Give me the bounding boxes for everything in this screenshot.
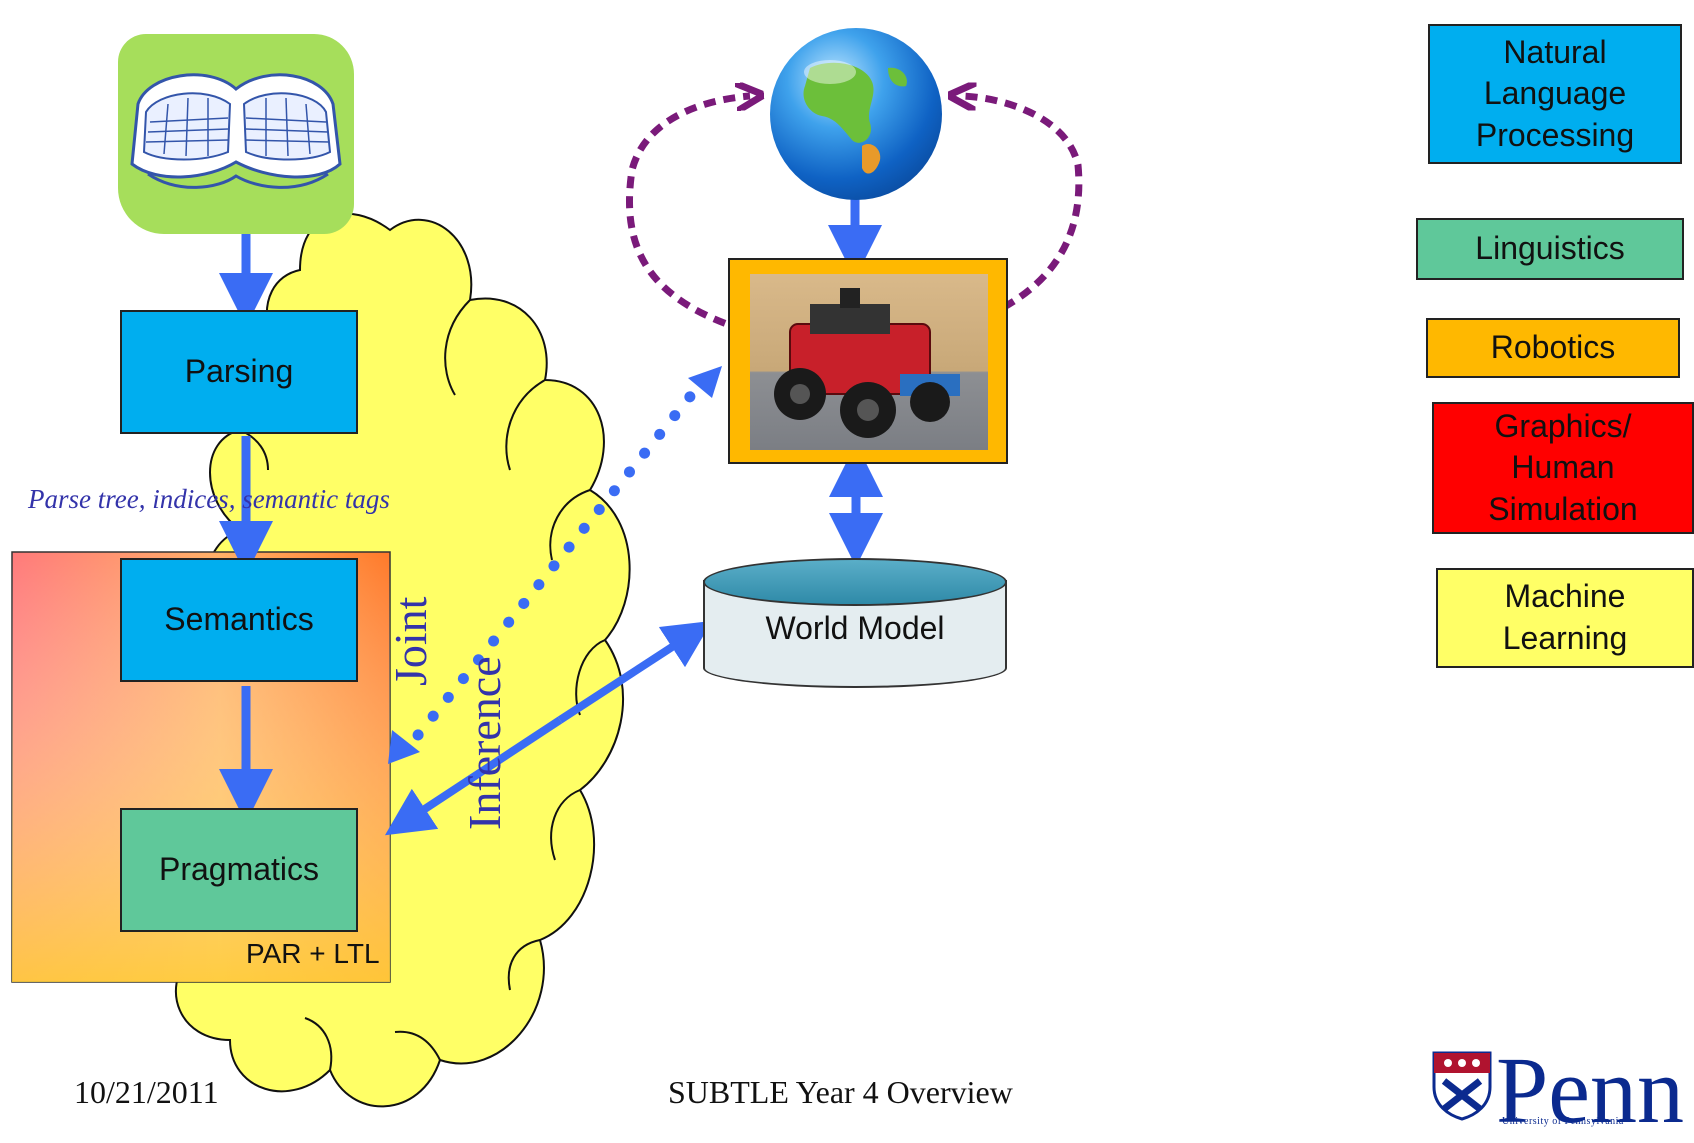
legend-machine-learning: Machine Learning xyxy=(1436,568,1694,668)
penn-shield-icon xyxy=(1432,1051,1492,1121)
semantics-box: Semantics xyxy=(120,558,358,682)
legend-linguistics: Linguistics xyxy=(1416,218,1684,280)
robot-icon xyxy=(774,288,960,438)
continents-shape xyxy=(803,60,907,174)
keyboard-image xyxy=(118,34,354,234)
robot-image xyxy=(728,258,1008,464)
joint-label: Joint xyxy=(385,596,436,686)
par-ltl-label: PAR + LTL xyxy=(246,938,380,969)
footer-title: SUBTLE Year 4 Overview xyxy=(668,1074,1013,1110)
keyboard-icon xyxy=(130,73,342,189)
semantics-label: Semantics xyxy=(164,601,314,638)
world-model-cylinder-top xyxy=(703,558,1007,606)
penn-wordmark: Penn xyxy=(1496,1039,1684,1143)
parsing-box: Parsing xyxy=(120,310,358,434)
legend-robotics-label: Robotics xyxy=(1490,329,1616,366)
parse-tree-annotation: Parse tree, indices, semantic tags xyxy=(28,484,390,514)
globe-icon xyxy=(770,28,942,200)
legend-linguistics-label: Linguistics xyxy=(1475,230,1625,267)
parsing-label: Parsing xyxy=(184,353,294,390)
legend-graphics-label: Graphics/ Human Simulation xyxy=(1488,407,1638,527)
inference-label: Inference xyxy=(459,656,510,830)
legend-robotics: Robotics xyxy=(1426,318,1680,378)
footer-date: 10/21/2011 xyxy=(74,1074,219,1110)
pragmatics-label: Pragmatics xyxy=(158,851,320,888)
legend-machine-learning-label: Machine Learning xyxy=(1502,578,1628,656)
pragmatics-box: Pragmatics xyxy=(120,808,358,932)
world-model-label: World Model xyxy=(765,610,945,646)
robot-photo xyxy=(750,274,988,450)
legend-nlp-label: Natural Language Processing xyxy=(1475,33,1635,153)
legend-nlp: Natural Language Processing xyxy=(1428,24,1682,164)
legend-graphics: Graphics/ Human Simulation xyxy=(1432,402,1694,534)
penn-subtitle: University of Pennsylvania xyxy=(1502,1116,1624,1127)
